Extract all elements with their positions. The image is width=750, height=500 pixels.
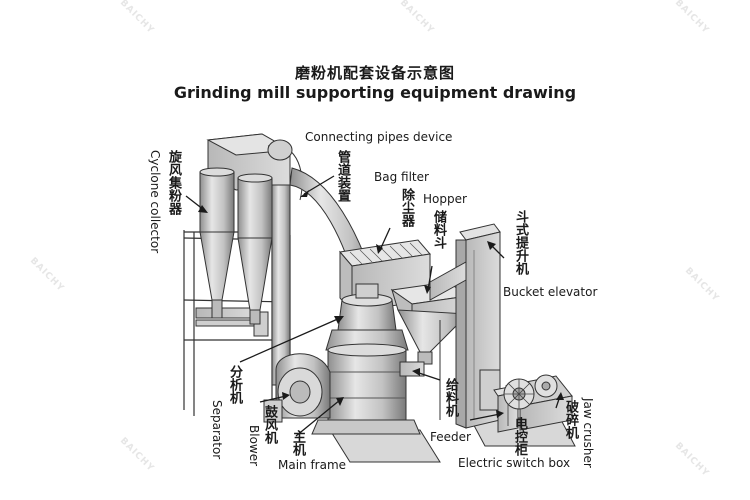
label-switch-box-cn: 电控柜 — [512, 417, 527, 456]
label-separator-en: Separator — [210, 400, 224, 460]
leader-lines — [185, 175, 561, 437]
main-mill — [311, 283, 425, 435]
label-switch-box-en: Electric switch box — [458, 456, 571, 470]
cyclone-collector — [199, 133, 292, 386]
title-chinese: 磨粉机配套设备示意图 — [294, 64, 455, 82]
label-separator-cn: 分析机 — [227, 365, 242, 404]
label-bag-filter-cn: 除尘器 — [399, 188, 414, 227]
jaw-crusher — [503, 374, 573, 431]
label-feeder-cn: 给料机 — [443, 378, 458, 417]
title-english: Grinding mill supporting equipment drawi… — [173, 83, 577, 102]
label-main-frame-en: Main frame — [278, 458, 347, 472]
label-feeder-en: Feeder — [430, 430, 471, 444]
arrow-heads — [198, 190, 564, 418]
label-hopper-en: Hopper — [423, 192, 467, 206]
label-connecting-pipes-cn: 管道装置 — [335, 150, 350, 202]
label-blower-cn: 鼓风机 — [262, 405, 277, 444]
label-connecting-pipes-en: Connecting pipes device — [305, 130, 453, 144]
label-bucket-elevator-cn: 斗式提升机 — [513, 210, 528, 275]
label-main-frame-cn: 主机 — [290, 430, 305, 456]
label-bag-filter-en: Bag filter — [374, 170, 429, 184]
label-blower-en: Blower — [247, 425, 261, 467]
label-cyclone-cn: 旋风集粉器 — [166, 150, 181, 215]
blower — [263, 353, 331, 423]
label-hopper-cn: 储料斗 — [431, 210, 446, 249]
label-jaw-crusher-cn: 破碎机 — [563, 400, 578, 439]
label-cyclone-en: Cyclone collector — [148, 150, 162, 254]
label-bucket-elevator-en: Bucket elevator — [503, 285, 598, 299]
label-jaw-crusher-en: Jaw crusher — [581, 398, 595, 468]
